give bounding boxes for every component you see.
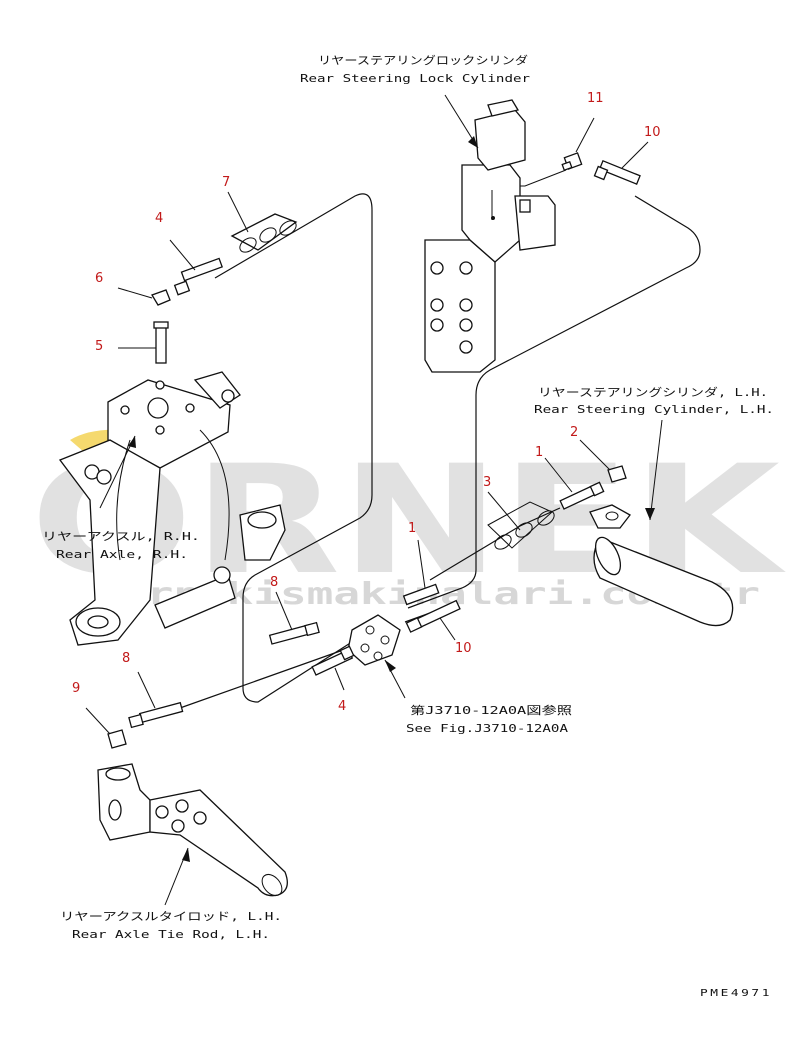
fitting-4-top bbox=[173, 257, 223, 296]
arrow-cylinder-lh bbox=[645, 508, 655, 520]
leader-4-top bbox=[169, 239, 196, 271]
part-number-6: 6 bbox=[95, 271, 103, 286]
part-number-1-center: 1 bbox=[408, 521, 416, 536]
fitting-10-top bbox=[593, 159, 641, 185]
label-axle-jp: リヤーアクスル, R.H. bbox=[42, 530, 200, 543]
fitting-5 bbox=[153, 321, 169, 364]
fitting-6 bbox=[151, 289, 171, 306]
label-see-fig-en: See Fig.J3710-12A0A bbox=[406, 722, 568, 735]
fitting-1-right bbox=[559, 481, 605, 510]
leader-2 bbox=[579, 439, 611, 471]
rear-axle-tie-rod-lh bbox=[97, 763, 288, 897]
leader-10-center bbox=[439, 617, 456, 641]
part-number-9: 9 bbox=[72, 681, 80, 696]
clamp-3 bbox=[487, 501, 555, 550]
label-see-fig-jp: 第J3710-12A0A図参照 bbox=[410, 703, 572, 717]
fitting-8-center bbox=[268, 621, 320, 645]
part-number-11: 11 bbox=[587, 91, 604, 106]
leader-9 bbox=[85, 707, 111, 735]
fitting-9 bbox=[107, 729, 127, 749]
leader-axle-rh bbox=[99, 435, 136, 509]
arrow-lock-cylinder bbox=[468, 136, 478, 148]
part-number-10-top: 10 bbox=[644, 125, 661, 140]
leader-10-top bbox=[621, 141, 649, 169]
leader-4-center bbox=[334, 667, 345, 691]
label-tie-rod-en: Rear Axle Tie Rod, L.H. bbox=[72, 928, 270, 941]
fitting-1-center bbox=[402, 583, 440, 606]
label-tie-rod-jp: リヤーアクスルタイロッド, L.H. bbox=[60, 910, 282, 923]
leader-6 bbox=[117, 287, 153, 299]
fitting-4-center bbox=[311, 645, 355, 676]
label-cylinder-en: Rear Steering Cylinder, L.H. bbox=[534, 403, 774, 416]
label-cylinder-jp: リヤーステアリングシリンダ, L.H. bbox=[538, 385, 768, 399]
part-number-2: 2 bbox=[570, 425, 578, 440]
label-lock-cylinder-en: Rear Steering Lock Cylinder bbox=[300, 72, 530, 85]
part-number-4-center: 4 bbox=[338, 699, 346, 714]
leader-7 bbox=[227, 191, 249, 233]
rear-steering-lock-cylinder bbox=[424, 99, 556, 373]
fitting-8-left bbox=[128, 701, 184, 729]
part-number-5: 5 bbox=[95, 339, 103, 354]
fitting-2 bbox=[607, 465, 627, 483]
part-number-8-left: 8 bbox=[122, 651, 130, 666]
rear-axle-rh bbox=[58, 371, 286, 646]
part-number-10-center: 10 bbox=[455, 641, 472, 656]
label-axle-en: Rear Axle, R.H. bbox=[56, 548, 188, 561]
leader-8-left bbox=[137, 671, 156, 709]
fitting-11 bbox=[561, 152, 583, 172]
hose-left-loop bbox=[214, 193, 373, 703]
part-number-3: 3 bbox=[483, 475, 491, 490]
drawing-code: PME4971 bbox=[700, 988, 772, 999]
leader-1-center bbox=[417, 539, 426, 589]
hose-right-loop bbox=[407, 195, 701, 609]
arrow-axle-rh bbox=[128, 436, 136, 448]
leader-cylinder-lh bbox=[649, 419, 663, 521]
leader-11 bbox=[575, 117, 595, 153]
arrow-see-fig bbox=[385, 660, 396, 672]
arrow-tie-rod bbox=[182, 848, 190, 862]
rear-steering-cylinder-lh bbox=[589, 504, 734, 627]
part-number-1-right: 1 bbox=[535, 445, 543, 460]
part-number-7: 7 bbox=[222, 175, 230, 190]
label-lock-cylinder-jp: リヤーステアリングロックシリンダ bbox=[318, 53, 528, 67]
part-number-4-top: 4 bbox=[155, 211, 163, 226]
leader-8-center bbox=[275, 591, 293, 631]
junction-block bbox=[347, 614, 401, 666]
hose-tie-rod bbox=[179, 643, 361, 709]
fitting-10-center bbox=[405, 599, 461, 633]
clamp-7 bbox=[230, 213, 298, 253]
part-number-8-center: 8 bbox=[270, 575, 278, 590]
leader-3 bbox=[487, 491, 521, 531]
leader-1-right bbox=[544, 457, 573, 493]
